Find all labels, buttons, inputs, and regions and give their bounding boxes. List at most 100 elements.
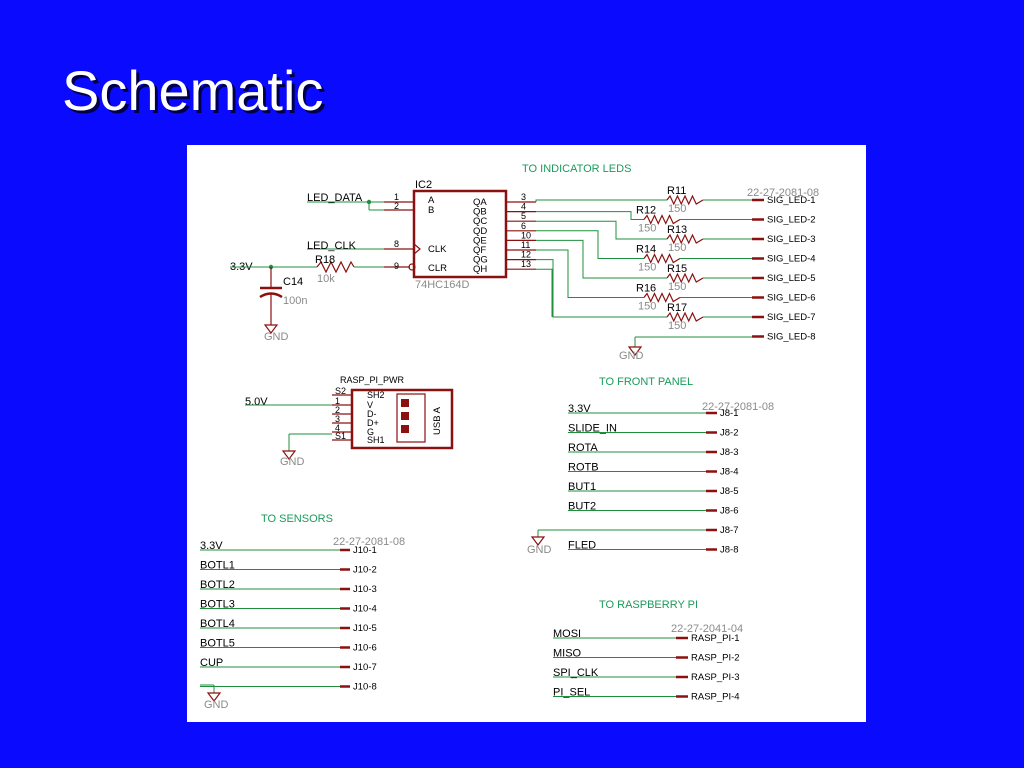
net-label: BOTL3 [200,599,235,611]
connector-pin: J10-8 [353,682,377,693]
section-title-raspberry-pi: TO RASPBERRY PI [599,599,698,611]
clock-edge-marker [413,243,421,255]
usb-port-icon [396,393,426,443]
resistor-value: 150 [638,223,656,235]
schematic-diagram: TO INDICATOR LEDS TO FRONT PANEL TO SENS… [187,145,866,722]
resistor-value: 150 [638,262,656,274]
ic-pin-name: CLK [428,244,447,255]
led-connector-pin: SIG_LED-7 [767,312,816,323]
section-title-leds: TO INDICATOR LEDS [522,163,631,175]
resistor-name: R16 [636,283,656,295]
led-resistor-bank: R11150SIG_LED-1R12150SIG_LED-2R13150SIG_… [535,185,816,343]
resistor-name: R11 [667,185,686,197]
c14-value: 100n [283,295,307,307]
connector-row: MISO RASP_PI-2 [553,648,740,664]
section-title-front-panel: TO FRONT PANEL [599,376,693,388]
ic-pin-number: 12 [521,250,531,260]
usb-pin-number: S1 [335,431,346,441]
ic-name: IC2 [415,179,432,191]
resistor-r15 [666,272,704,284]
resistor-value: 150 [668,281,686,293]
ic-pin-number: 8 [394,239,399,249]
led-channel: SIG_LED-8 [536,268,816,343]
resistor-r14 [643,253,681,264]
ic-pin-number: 3 [521,192,526,202]
net-label: MISO [553,648,582,660]
resistor-r16 [643,292,681,303]
ic-pin-name: QE [473,235,487,246]
ic-pin-name: QD [473,226,487,237]
usb-pin-name: SH2 [367,390,385,400]
ic-pin-name: CLR [428,263,447,274]
ic-pin-name: B [428,205,434,216]
ground-label: GND [619,350,644,362]
ground-label: GND [204,699,229,711]
section-title-sensors: TO SENSORS [261,513,333,525]
net-label: ROTB [568,462,599,474]
net-label: 3.3V [200,540,223,552]
connector-row: J10-8 [200,682,377,693]
net-label: CUP [200,657,223,669]
usb-title: RASP_PI_PWR [340,375,405,385]
connector-pin: RASP_PI-3 [691,672,740,683]
usb-pin-name: D+ [367,418,379,428]
clr-inversion-bubble [408,263,416,271]
connector-pin: J8-3 [720,447,738,458]
ic-part-number: 74HC164D [415,279,469,291]
ground-icon [281,450,297,460]
connector-pin: J10-5 [353,623,377,634]
ic-pin-name: QF [473,245,486,256]
resistor-value: 150 [668,242,686,254]
usb-pin-name: D- [367,409,377,419]
resistor-value: 150 [668,203,686,215]
connector-row: BOTL4 J10-5 [200,618,377,634]
resistor-r11 [666,194,704,206]
ic-pin-number: 2 [394,201,399,211]
net-label: PI_SEL [553,687,590,699]
r18-value: 10k [317,273,335,285]
usb-pin-name: SH1 [367,435,385,445]
resistor-value: 150 [668,320,686,332]
ic-pin-number: 5 [521,211,526,221]
net-label: BOTL5 [200,638,235,650]
j8-part: 22-27-2081-08 [702,401,774,413]
c14-name: C14 [283,276,303,288]
usb-pin-number: 1 [335,396,340,406]
led-connector-part: 22-27-2081-08 [747,187,819,199]
usb-connector-body [350,388,454,450]
connector-pin: J8-6 [720,506,738,517]
ground-icon [206,692,222,702]
ic-body [412,189,508,279]
net-label-led-clk: LED_CLK [307,240,357,252]
connector-pin: RASP_PI-2 [691,653,740,664]
ground-icon [530,536,546,546]
ground-icon [263,324,279,334]
net-label-led-data: LED_DATA [307,192,363,204]
usb-pin-name: G [367,427,374,437]
connector-pin: J8-2 [720,428,738,439]
resistor-r12 [643,214,681,225]
net-label: BOTL4 [200,618,235,630]
usb-pin-number: 2 [335,405,340,415]
connector-pin: J10-2 [353,565,377,576]
resistor-name: R17 [667,302,687,314]
ic-pin-name: QA [473,197,487,208]
led-connector-pin: SIG_LED-4 [767,254,816,265]
led-connector-pin: SIG_LED-2 [767,215,816,226]
